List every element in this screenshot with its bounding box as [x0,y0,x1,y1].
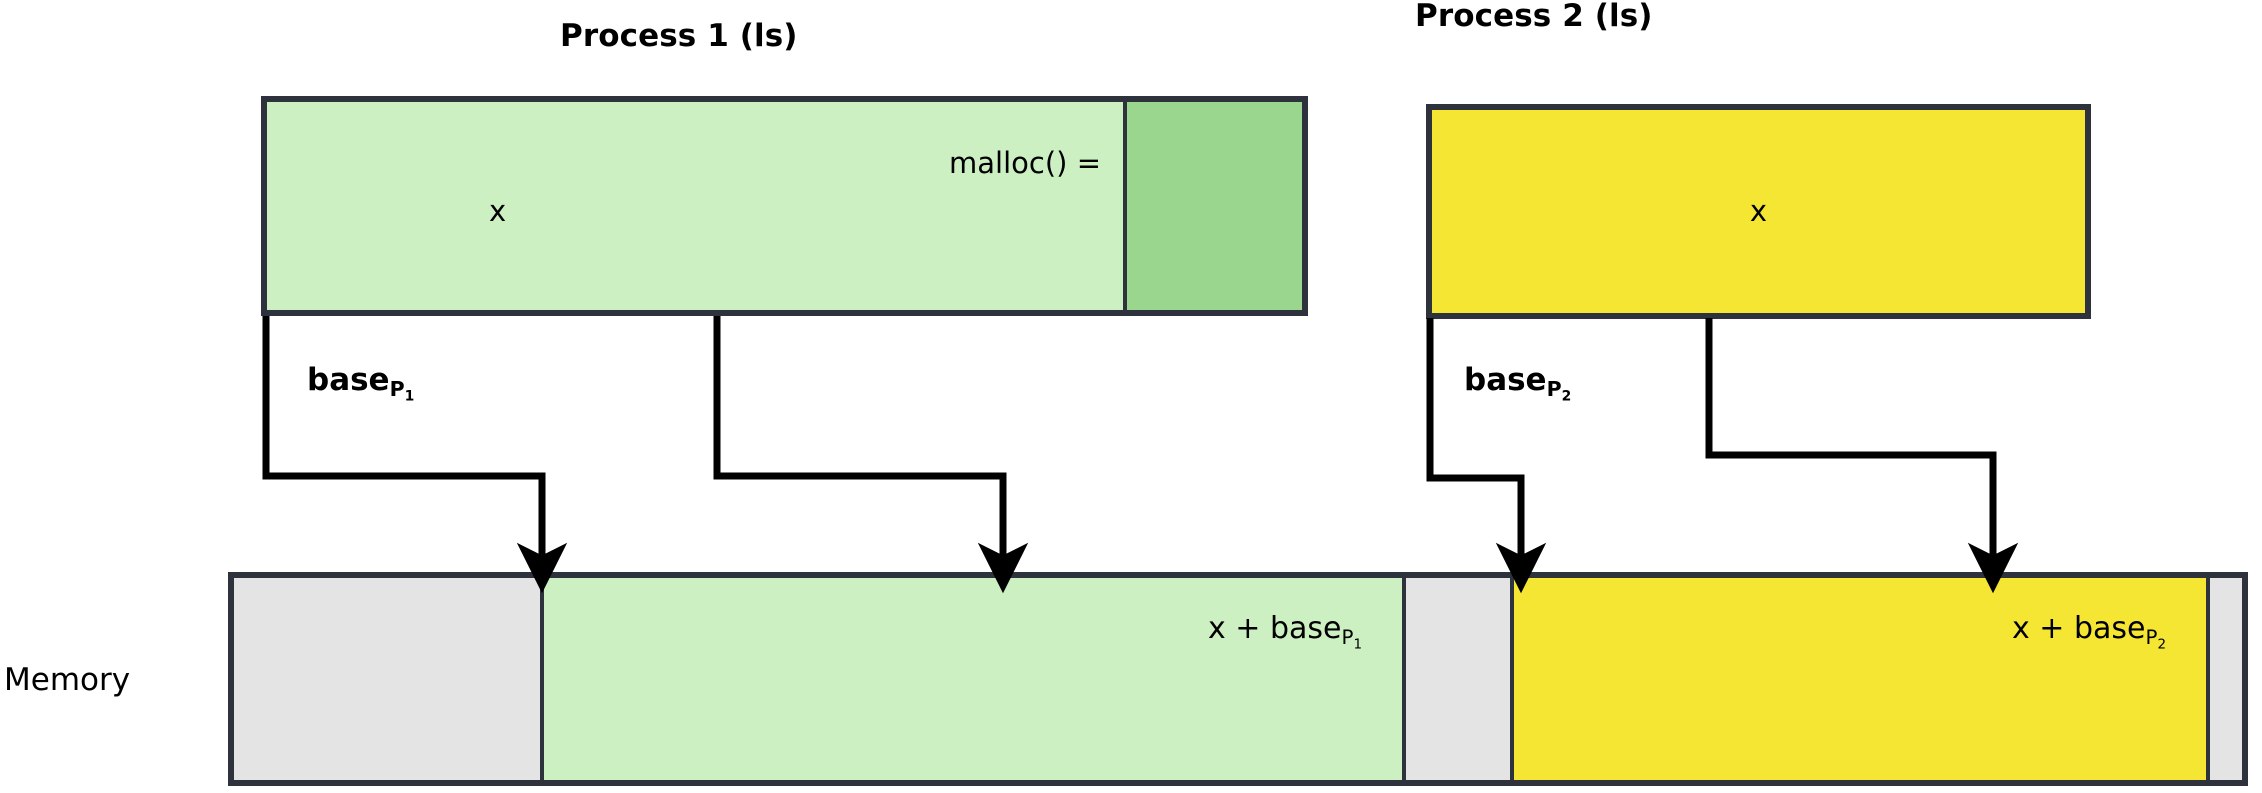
base-p2-subscript-index: 2 [1561,388,1572,405]
base-p1-subscript-index: 1 [404,388,415,405]
process-1-used-region: malloc() = x [267,102,1127,310]
memory-p1-subscript-index: 1 [1353,637,1362,653]
process-2-address-space: x [1426,104,2091,319]
memory-p1-subscript: P1 [1341,625,1363,653]
memory-p1-expression-text: x + base [1208,611,1342,646]
process-2-x-label: x [1749,194,1768,228]
memory-p2-subscript-p: P [2145,625,2158,649]
connector-base-p2 [1426,318,1547,594]
memory-segment-process-1: x + baseP1 [540,578,1402,780]
base-p2-label-text: base [1464,362,1547,398]
memory-p1-expression: x + baseP1 [1208,611,1362,652]
connector-x-p2 [1705,318,2019,594]
base-p1-subscript-p: P [389,377,405,402]
base-p1-subscript: P1 [389,377,415,404]
process-1-title: Process 1 (ls) [560,18,798,54]
memory-p2-subscript-index: 2 [2157,637,2166,653]
memory-segment-process-2: x + baseP2 [1510,578,2206,780]
memory-p2-subscript: P2 [2145,625,2167,653]
connector-base-p1 [262,316,568,594]
memory-p2-expression-text: x + base [2012,611,2146,646]
base-p2-label: baseP2 [1464,362,1571,405]
memory-p1-subscript-p: P [1341,625,1354,649]
base-p2-subscript: P2 [1546,377,1572,404]
memory-label: Memory [4,662,131,698]
process-1-address-space: malloc() = x [261,96,1308,316]
process-1-x-label: x [489,194,507,228]
memory-p2-expression: x + baseP2 [2012,611,2166,652]
base-p1-label-text: base [307,362,390,398]
process-1-malloc-label: malloc() = [949,146,1101,180]
memory-segment-free-high [2206,578,2242,780]
memory-segment-free-low [234,578,540,780]
memory-segment-free-mid [1402,578,1510,780]
physical-memory-bar: x + baseP1 x + baseP2 [228,572,2248,786]
process-1-heap-allocation [1127,102,1302,310]
base-p1-label: baseP1 [307,362,414,405]
process-2-title: Process 2 (ls) [1415,0,1653,34]
base-p2-subscript-p: P [1546,377,1562,402]
connector-x-p1 [713,316,1029,594]
process-2-used-region: x [1432,110,2085,313]
